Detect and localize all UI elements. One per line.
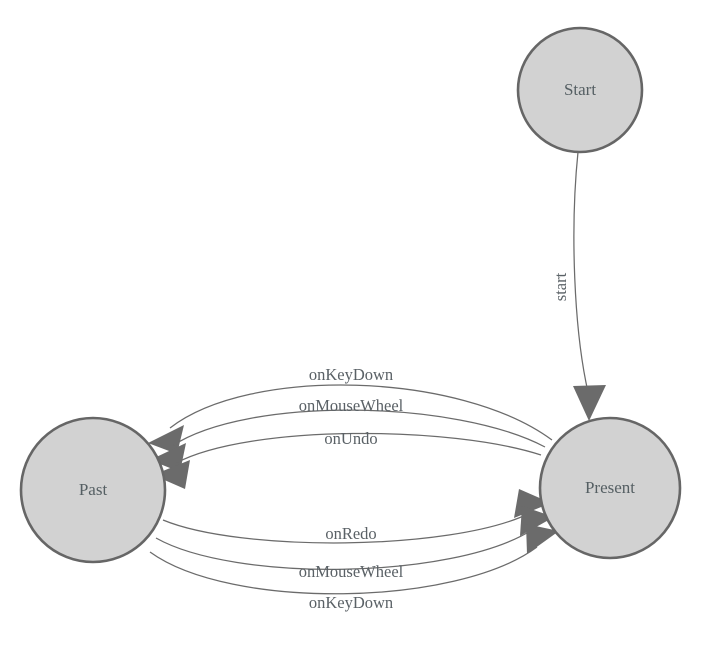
edge-start-label: start xyxy=(551,272,570,301)
edge-onkeydown-down-label: onKeyDown xyxy=(309,593,393,612)
node-past-label: Past xyxy=(79,480,108,499)
edge-onmousewheel-down-path xyxy=(155,529,533,570)
node-start-label: Start xyxy=(564,80,596,99)
node-past[interactable]: Past xyxy=(19,416,167,564)
edge-start-path xyxy=(573,151,589,393)
node-past-circle xyxy=(19,416,167,564)
node-start-circle xyxy=(516,26,644,154)
edge-onkeydown-down-path xyxy=(149,546,538,595)
edge-onkeydown-down[interactable]: onKeyDown xyxy=(149,524,559,612)
edge-onredo[interactable]: onRedo xyxy=(162,489,551,544)
edge-start-arrowhead xyxy=(573,385,606,421)
node-present[interactable]: Present xyxy=(538,416,682,560)
edge-onkeydown-up-label: onKeyDown xyxy=(309,365,393,384)
edge-start[interactable]: start xyxy=(551,151,606,421)
edge-onredo-label: onRedo xyxy=(325,524,376,543)
edge-onundo-label: onUndo xyxy=(324,429,377,448)
edge-onundo-path xyxy=(175,432,542,464)
node-start[interactable]: Start xyxy=(516,26,644,154)
edge-onkeydown-down-arrowhead xyxy=(526,524,559,554)
edge-onkeydown-up[interactable]: onKeyDown xyxy=(148,365,553,454)
edge-onmousewheel-down-label: onMouseWheel xyxy=(299,562,404,581)
edge-onundo-arrowhead xyxy=(153,460,190,489)
edge-onmousewheel-up-path xyxy=(171,409,546,448)
edge-onkeydown-up-arrowhead xyxy=(148,425,184,454)
edge-onmousewheel-up-label: onMouseWheel xyxy=(299,396,404,415)
edge-onundo[interactable]: onUndo xyxy=(153,429,542,489)
edge-onmousewheel-up-arrowhead xyxy=(150,443,186,472)
edge-onmousewheel-up[interactable]: onMouseWheel xyxy=(150,396,546,472)
edge-onredo-path xyxy=(162,513,529,544)
node-present-label: Present xyxy=(585,478,635,497)
edge-onkeydown-up-path xyxy=(169,384,553,441)
node-present-circle xyxy=(538,416,682,560)
